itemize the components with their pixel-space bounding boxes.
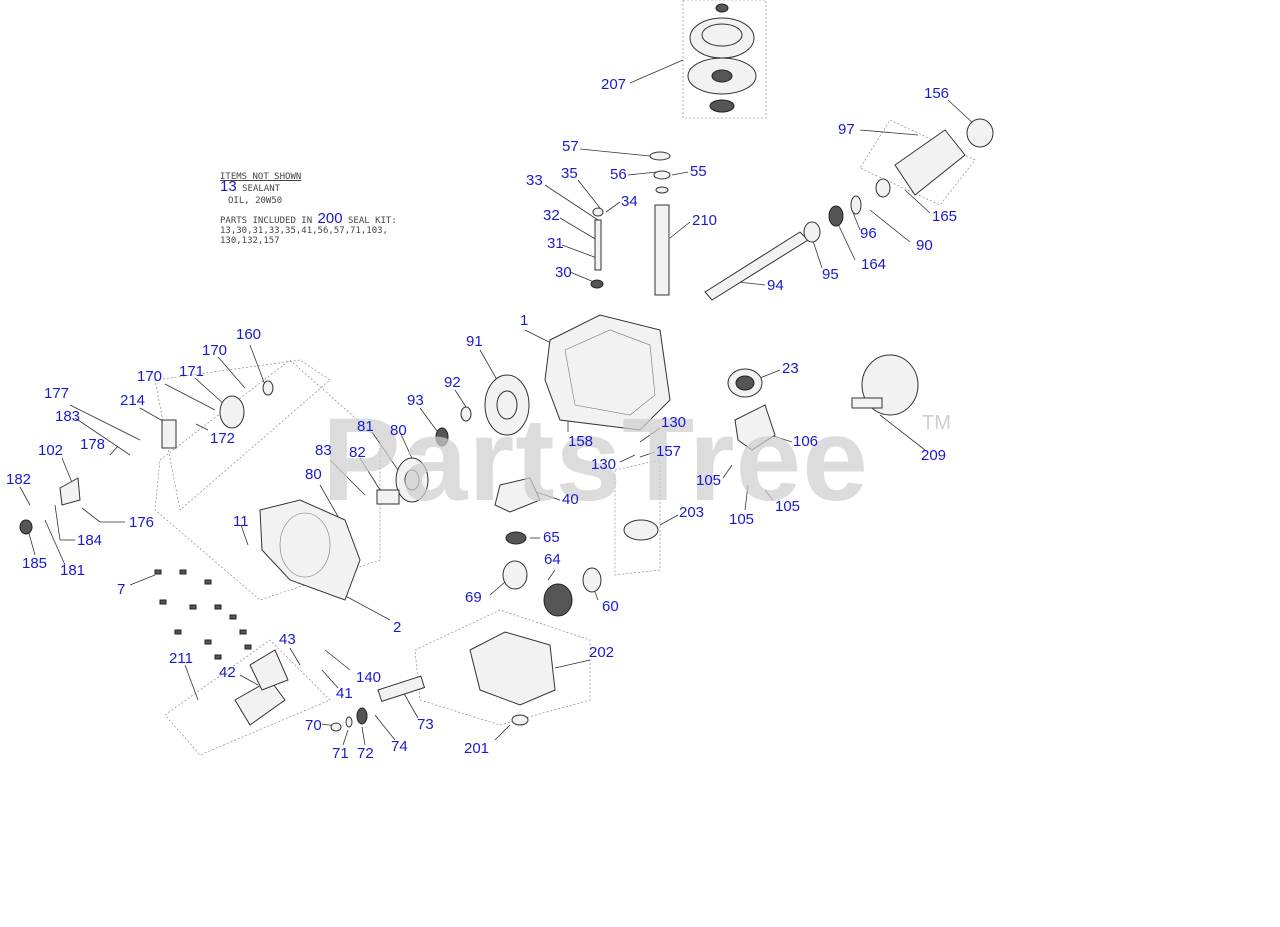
callout-140[interactable]: 140 <box>356 669 382 686</box>
callout-30[interactable]: 30 <box>555 264 572 281</box>
callout-42[interactable]: 42 <box>219 664 236 681</box>
callout-69[interactable]: 69 <box>465 589 482 606</box>
group-outlines <box>154 0 976 756</box>
callout-105-b[interactable]: 105 <box>729 511 755 528</box>
callout-80-lower[interactable]: 80 <box>305 466 322 483</box>
callout-214[interactable]: 214 <box>120 392 146 409</box>
callout-13[interactable]: 13 <box>220 178 237 195</box>
trademark-symbol: TM <box>922 412 951 434</box>
callout-31[interactable]: 31 <box>547 235 564 252</box>
callout-160[interactable]: 160 <box>236 326 262 343</box>
callout-95[interactable]: 95 <box>822 266 839 283</box>
callout-83[interactable]: 83 <box>315 442 332 459</box>
callout-43[interactable]: 43 <box>279 631 296 648</box>
callout-65[interactable]: 65 <box>543 529 560 546</box>
callout-170-upper[interactable]: 170 <box>202 342 228 359</box>
callout-94[interactable]: 94 <box>767 277 784 294</box>
callout-71[interactable]: 71 <box>332 745 349 762</box>
callout-74[interactable]: 74 <box>391 738 408 755</box>
callout-80-upper[interactable]: 80 <box>390 422 407 439</box>
callout-183[interactable]: 183 <box>55 408 81 425</box>
callout-41[interactable]: 41 <box>336 685 353 702</box>
items-not-shown-header: ITEMS NOT SHOWN <box>220 172 302 182</box>
callout-96[interactable]: 96 <box>860 225 877 242</box>
callout-158[interactable]: 158 <box>568 433 594 450</box>
callout-81[interactable]: 81 <box>357 418 374 435</box>
callout-185[interactable]: 185 <box>22 555 48 572</box>
callout-181[interactable]: 181 <box>60 562 86 579</box>
callout-60[interactable]: 60 <box>602 598 619 615</box>
callout-102[interactable]: 102 <box>38 442 64 459</box>
callout-90[interactable]: 90 <box>916 237 933 254</box>
callout-211[interactable]: 211 <box>169 650 193 667</box>
seal-kit-parts-line2: 130,132,157 <box>220 236 280 246</box>
callout-164[interactable]: 164 <box>861 256 887 273</box>
callout-177[interactable]: 177 <box>44 385 70 402</box>
callout-73[interactable]: 73 <box>417 716 434 733</box>
callout-156[interactable]: 156 <box>924 85 950 102</box>
callout-40[interactable]: 40 <box>562 491 579 508</box>
callout-176[interactable]: 176 <box>129 514 155 531</box>
callout-170-lower[interactable]: 170 <box>137 368 163 385</box>
callout-23[interactable]: 23 <box>782 360 799 377</box>
callout-11[interactable]: 11 <box>233 513 249 530</box>
callout-97[interactable]: 97 <box>838 121 855 138</box>
callout-182[interactable]: 182 <box>6 471 32 488</box>
callout-34[interactable]: 34 <box>621 193 638 210</box>
callout-82[interactable]: 82 <box>349 444 366 461</box>
callout-106[interactable]: 106 <box>793 433 819 450</box>
callout-157[interactable]: 157 <box>656 443 682 460</box>
callout-92[interactable]: 92 <box>444 374 461 391</box>
callout-55[interactable]: 55 <box>690 163 707 180</box>
seal-kit-note: PARTS INCLUDED IN 200 SEAL KIT: <box>220 210 397 227</box>
callout-1[interactable]: 1 <box>520 312 529 329</box>
callout-105-c[interactable]: 105 <box>775 498 801 515</box>
callout-178[interactable]: 178 <box>80 436 106 453</box>
callout-171[interactable]: 171 <box>179 363 205 380</box>
callout-33[interactable]: 33 <box>526 172 543 189</box>
seal-kit-parts-line1: 13,30,31,33,35,41,56,57,71,103, <box>220 226 388 236</box>
parts <box>19 3 994 732</box>
bolt-set <box>154 569 252 660</box>
callout-203[interactable]: 203 <box>679 504 705 521</box>
callout-57[interactable]: 57 <box>562 138 579 155</box>
callout-172[interactable]: 172 <box>210 430 236 447</box>
callout-70[interactable]: 70 <box>305 717 322 734</box>
callout-130-lower[interactable]: 130 <box>591 456 617 473</box>
callout-35[interactable]: 35 <box>561 165 578 182</box>
callout-32[interactable]: 32 <box>543 207 560 224</box>
callout-202[interactable]: 202 <box>589 644 615 661</box>
callout-207[interactable]: 207 <box>601 76 627 93</box>
callout-72[interactable]: 72 <box>357 745 374 762</box>
callout-200[interactable]: 200 <box>317 210 343 227</box>
partstree-watermark: PartsTree <box>322 394 869 526</box>
callout-165[interactable]: 165 <box>932 208 958 225</box>
callout-2[interactable]: 2 <box>393 619 402 636</box>
callout-210[interactable]: 210 <box>692 212 718 229</box>
callout-184[interactable]: 184 <box>77 532 103 549</box>
sealant-note: 13 SEALANT <box>220 178 281 195</box>
callout-130-upper[interactable]: 130 <box>661 414 687 431</box>
callout-209[interactable]: 209 <box>921 447 947 464</box>
callout-64[interactable]: 64 <box>544 551 561 568</box>
callout-56[interactable]: 56 <box>610 166 627 183</box>
callout-91[interactable]: 91 <box>466 333 483 350</box>
callout-93[interactable]: 93 <box>407 392 424 409</box>
callout-201[interactable]: 201 <box>464 740 490 757</box>
callout-105-a[interactable]: 105 <box>696 472 722 489</box>
oil-note: OIL, 20W50 <box>228 196 283 206</box>
leader-lines <box>19 59 976 746</box>
callout-7[interactable]: 7 <box>117 581 126 598</box>
